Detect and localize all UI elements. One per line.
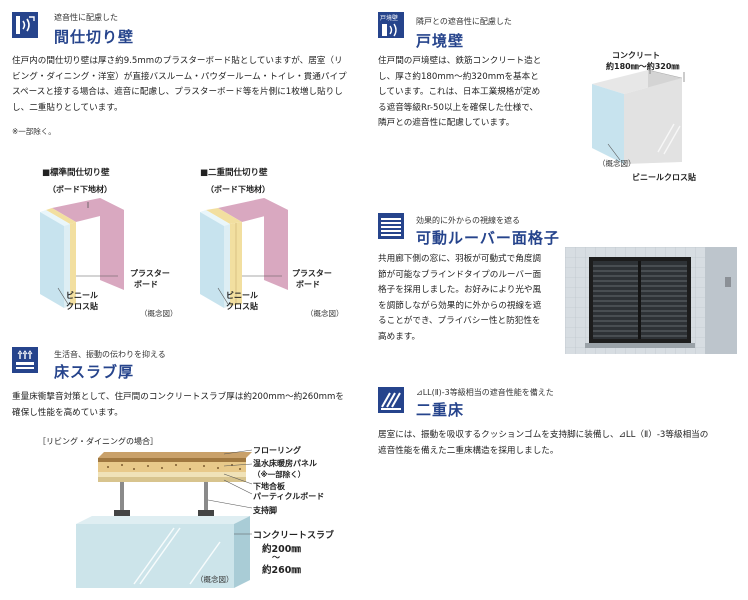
standard-wall-heading: ■標準間仕切り壁 xyxy=(42,168,110,178)
boundary-body: 住戸間の戸境壁は、鉄筋コンクリート造と し、厚さ約180mm～約320mmを基本… xyxy=(378,56,542,128)
double-wall-heading: ■二重間仕切り壁 xyxy=(200,168,268,178)
partition-subtitle: 遮音性に配慮した xyxy=(54,13,118,22)
standard-board-label: プラスター ボード xyxy=(130,269,170,289)
floor-slab-icon xyxy=(12,347,38,373)
double-board-label: プラスター ボード xyxy=(292,269,332,289)
boundary-cross-label: ビニールクロス貼 xyxy=(632,173,696,182)
slab-tilde-label: ～ xyxy=(272,553,280,562)
double-floor-subtitle: ⊿LL(Ⅱ)-3等級相当の遮音性能を備えた xyxy=(416,388,554,397)
thickness-label: 約180㎜～約320㎜ xyxy=(606,62,680,71)
floor-room-label: ［リビング・ダイニングの場合］ xyxy=(38,437,158,446)
double-cross-label: ビニール クロス貼 xyxy=(226,291,258,311)
concrete-label: コンクリート xyxy=(612,51,660,60)
louver-photo xyxy=(565,247,737,354)
floor-slab-diagram xyxy=(76,449,253,588)
sound-wall-icon xyxy=(12,12,38,38)
flooring-label: フローリング xyxy=(253,446,301,455)
louver-icon xyxy=(378,213,404,239)
heating-note-label: （※一部除く） xyxy=(253,470,306,479)
support-leg-label: 支持脚 xyxy=(253,506,277,515)
floor-slab-title: 床スラブ厚 xyxy=(54,363,135,381)
floor-slab-subtitle: 生活音、振動の伝わりを抑える xyxy=(54,350,166,359)
partition-note: ※一部除く。 xyxy=(12,127,56,136)
louver-body: 共用廊下側の窓に、羽板が可動式で角度調 節が可能なブラインドタイプのルーバー面 … xyxy=(378,254,542,342)
boundary-icon-caption: 戸境壁 xyxy=(380,14,398,22)
standard-concept-label: （概念図） xyxy=(140,309,178,318)
louver-subtitle: 効果的に外からの視線を遮る xyxy=(416,216,520,225)
heating-label: 温水床暖房パネル xyxy=(253,459,317,468)
double-floor-title: 二重床 xyxy=(416,401,465,419)
louver-title: 可動ルーバー面格子 xyxy=(416,229,560,247)
double-wall-diagram xyxy=(200,198,288,308)
double-floor-body: 居室には、振動を吸収するクッションゴムを支持脚に装備し、⊿LL（Ⅱ）-3等級相当… xyxy=(378,430,709,456)
standard-underlayer-label: （ボード下地材） xyxy=(48,185,112,194)
double-underlayer-label: （ボード下地材） xyxy=(206,185,270,194)
boundary-wall-icon: 戸境壁 xyxy=(378,12,404,38)
standard-cross-label: ビニール クロス貼 xyxy=(66,291,98,311)
slab-label: コンクリートスラブ xyxy=(253,531,335,541)
boundary-title: 戸境壁 xyxy=(416,32,465,50)
plywood-label: 下地合板 xyxy=(253,482,285,491)
floor-concept-label: （概念図） xyxy=(196,575,234,584)
boundary-wall-diagram xyxy=(592,66,685,164)
double-concept-label: （概念図） xyxy=(306,309,344,318)
floor-slab-body: 重量床衝撃音対策として、住戸間のコンクリートスラブ厚は約200mm～約260mm… xyxy=(12,392,345,418)
partition-title: 間仕切り壁 xyxy=(54,28,135,46)
standard-wall-diagram xyxy=(40,198,124,308)
particle-board-label: パーティクルボード xyxy=(253,492,325,501)
boundary-subtitle: 隣戸との遮音性に配慮した xyxy=(416,17,512,26)
slab-max-label: 約260㎜ xyxy=(262,565,301,576)
double-floor-icon xyxy=(378,387,404,413)
slab-min-label: 約200㎜ xyxy=(262,544,301,555)
partition-body: 住戸内の間仕切り壁は厚さ約9.5mmのプラスターボード貼としていますが、居室（リ… xyxy=(12,56,347,113)
boundary-concept-label: （概念図） xyxy=(598,159,636,168)
